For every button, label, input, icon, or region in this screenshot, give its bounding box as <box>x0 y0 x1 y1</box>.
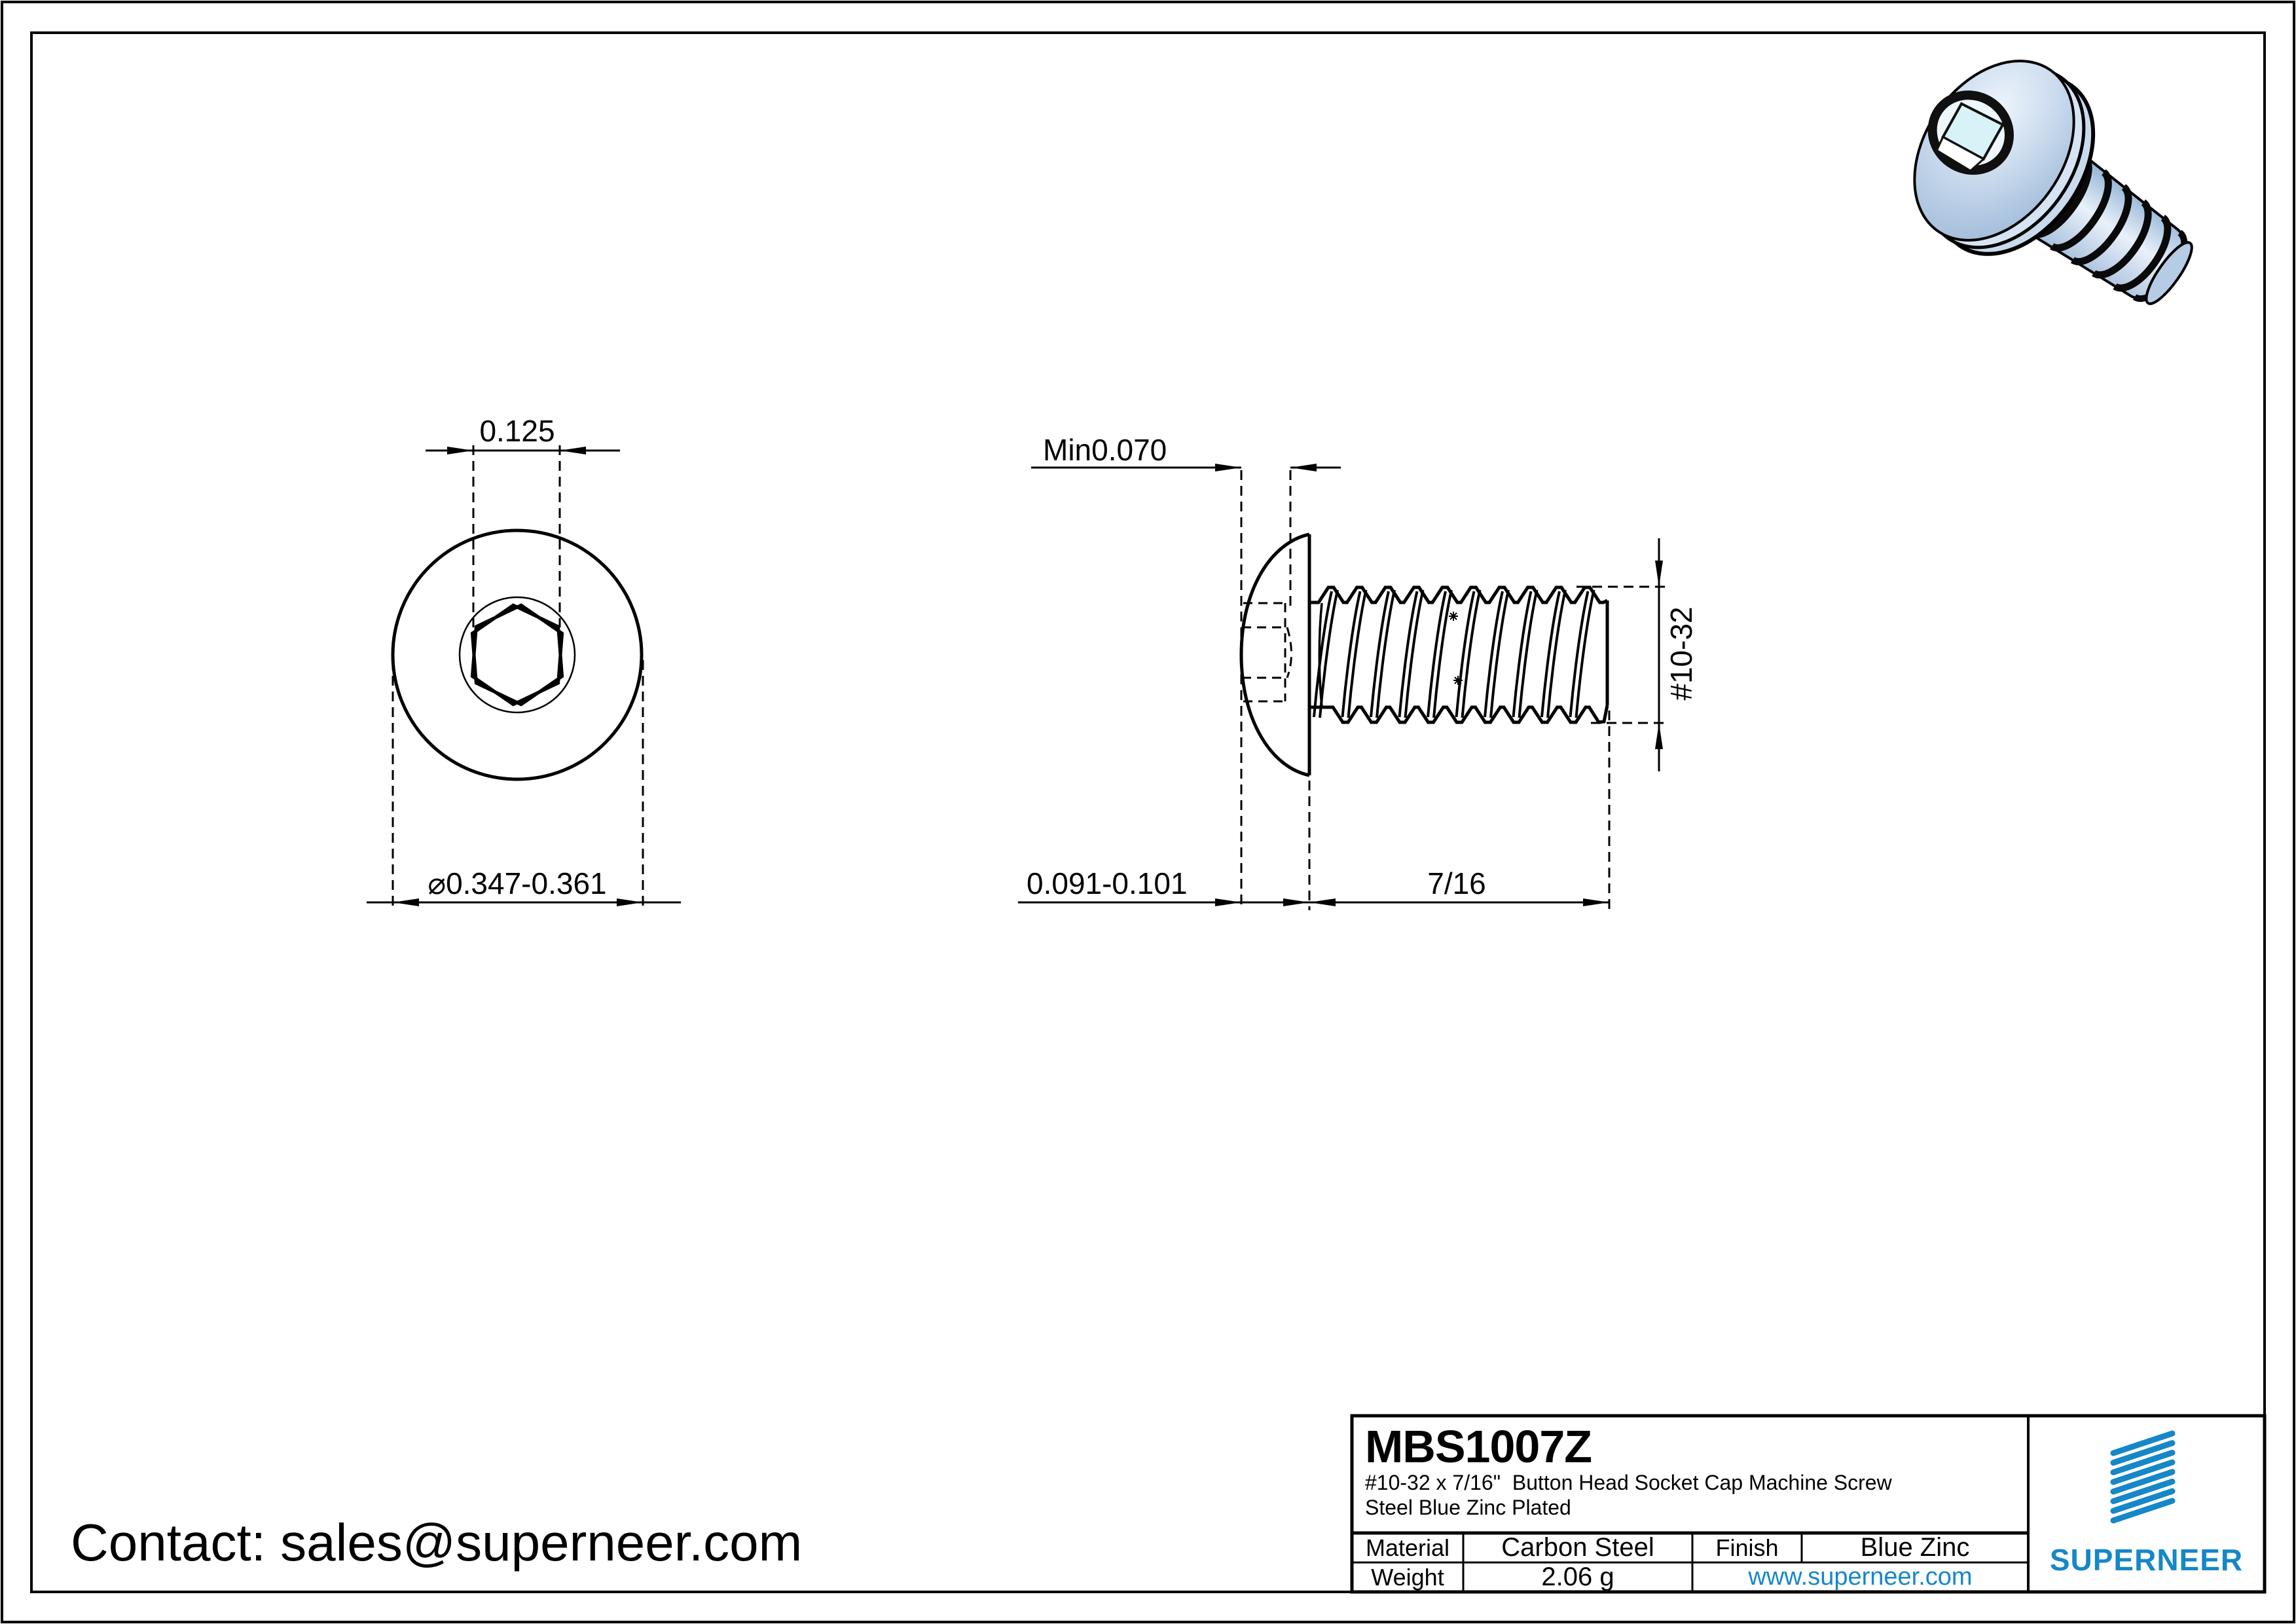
material-value: Carbon Steel <box>1501 1533 1654 1562</box>
superneer-stripes-logo <box>2110 1430 2176 1524</box>
socket-chamfer-circle <box>458 596 576 714</box>
side-dim-socket-depth <box>1031 464 1341 910</box>
title-block <box>1350 1414 2267 1594</box>
weight-value: 2.06 g <box>1541 1562 1614 1591</box>
dim-head-diameter-label: ⌀0.347-0.361 <box>428 866 607 900</box>
finish-label: Finish <box>1715 1534 1779 1561</box>
finish-value: Blue Zinc <box>1860 1533 1970 1562</box>
brand-name: SUPERNEER <box>2049 1543 2244 1577</box>
shank-tip <box>2145 241 2193 305</box>
description-line1: #10-32 x 7/16" Button Head Socket Cap Ma… <box>1365 1471 1892 1494</box>
threaded-shank <box>1309 585 1609 724</box>
material-label: Material <box>1365 1534 1450 1561</box>
drawing-frame <box>30 31 2266 1593</box>
head-outline-circle <box>391 528 644 781</box>
weight-label: Weight <box>1371 1563 1444 1591</box>
side-view <box>1018 464 1669 910</box>
side-dim-bottom <box>1018 710 1611 910</box>
dim-head-height-label: 0.091-0.101 <box>1027 866 1188 900</box>
dim-socket-depth-label: Min0.070 <box>1043 433 1167 467</box>
hex-socket <box>470 603 564 707</box>
front-dim-socket-width <box>426 445 620 627</box>
hidden-socket-lines <box>1242 602 1292 703</box>
contact-line: Contact: sales@superneer.com <box>71 1513 803 1572</box>
description-line2: Steel Blue Zinc Plated <box>1365 1496 1571 1519</box>
dim-thread-length-label: 7/16 <box>1427 866 1486 900</box>
socket-face-lower <box>1935 136 1986 172</box>
dim-thread-size-label: #10-32 <box>1664 606 1698 701</box>
side-dim-thread-size <box>1576 538 1669 771</box>
screw-3d-render <box>1913 60 2193 305</box>
front-view <box>367 445 681 912</box>
part-number: MBS1007Z <box>1365 1421 1592 1472</box>
dim-socket-width-label: 0.125 <box>479 414 555 448</box>
head-dome-profile <box>1239 532 1310 777</box>
website-link[interactable]: www.superneer.com <box>1748 1563 1973 1591</box>
front-dim-head-diameter <box>367 660 681 912</box>
